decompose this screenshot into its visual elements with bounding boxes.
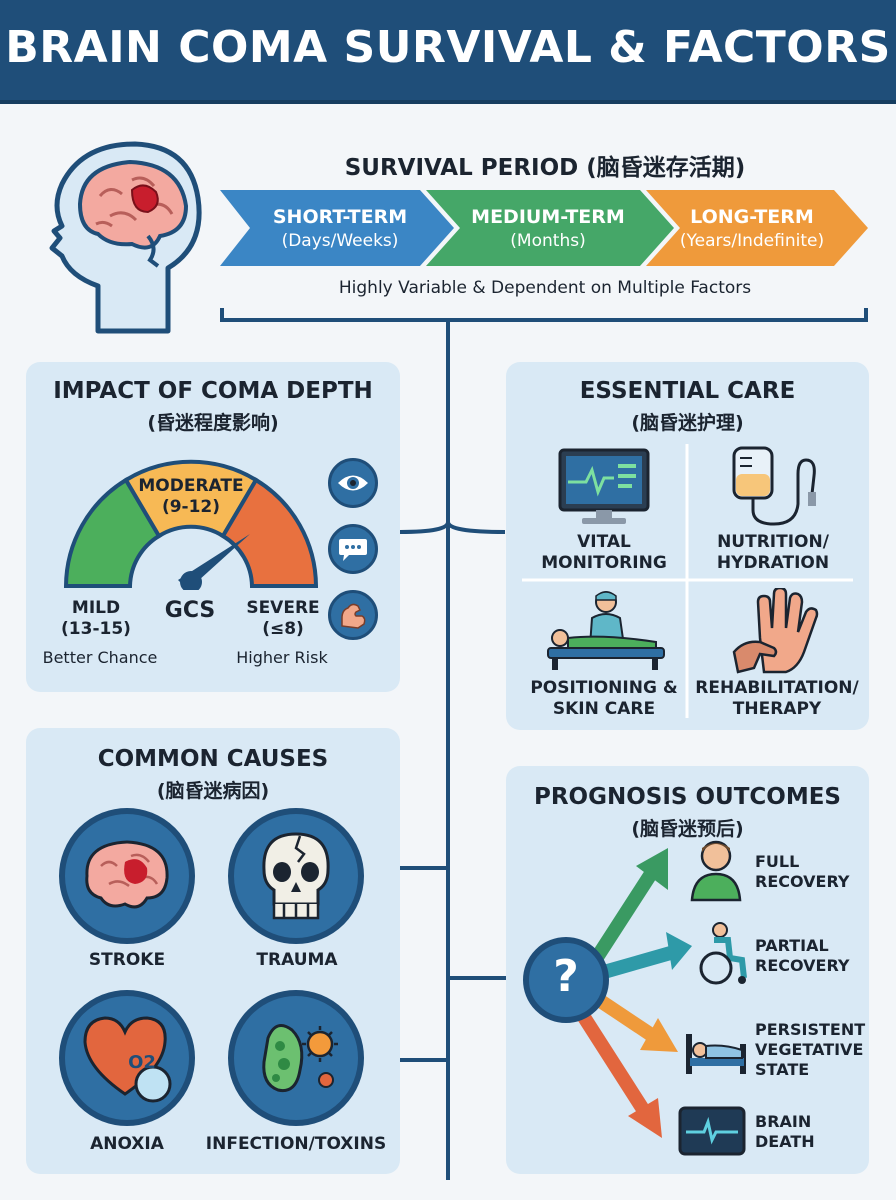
arrow-vegetative [598,996,660,1044]
cause-label-trauma: TRAUMA [256,950,338,970]
arrow-full-recovery [588,862,662,966]
microbe-icon [228,990,364,1126]
nurse-patient-icon [547,591,665,670]
speech-bubble-icon [328,524,378,574]
coma-depth-subtitle: (昏迷程度影响) [147,412,279,434]
chevron-long-term [646,190,868,266]
arrow-partial-recovery [602,945,676,979]
cause-label-infection: INFECTION/TOXINS [205,1134,387,1154]
essential-care-subtitle: (脑昏迷护理) [631,412,744,434]
question-mark: ? [553,951,579,1002]
common-causes-title: COMMON CAUSES [97,746,329,772]
hospital-bed-icon [686,1034,746,1074]
care-grid-lines [522,444,853,718]
wheelchair-icon [699,922,747,985]
flatline-monitor-icon [678,1106,746,1156]
moderate-label: MODERATE (9-12) [138,476,244,517]
survival-chevrons [220,190,868,266]
iv-bag-icon [732,446,816,526]
chevron-short-term [220,190,454,266]
common-causes-subtitle: (脑昏迷病因) [156,780,270,802]
cause-label-anoxia: ANOXIA [90,1134,164,1154]
phase-medium-term: MEDIUM-TERM (Months) [471,206,625,251]
question-circle [523,937,609,1023]
gauge-severe [220,477,319,588]
phase-short-term: SHORT-TERM (Days/Weeks) [272,206,408,251]
arm-strength-icon [328,590,378,640]
prognosis-subtitle: (脑昏迷预后) [631,818,744,840]
skull-icon [228,808,364,944]
gcs-label: GCS [164,598,216,623]
essential-care-title: ESSENTIAL CARE [579,378,796,404]
heart-oxygen-icon [59,990,195,1126]
survival-caption: Highly Variable & Dependent on Multiple … [338,278,752,298]
gcs-gauge [63,459,319,590]
severe-note: Higher Risk [236,648,328,667]
phase-long-term: LONG-TERM (Years/Indefinite) [679,206,825,251]
person-icon [690,840,742,902]
severe-label: SEVERE (≤8) [246,598,320,639]
head-brain-icon [49,141,202,334]
chevron-medium-term [426,190,674,266]
prognosis-title: PROGNOSIS OUTCOMES [533,784,841,810]
oxygen-badge: O2 [128,1052,156,1073]
care-label-rehabilitation: REHABILITATION/THERAPY [695,678,859,719]
page-title: BRAIN COMA SURVIVAL & FACTORS [5,22,891,73]
care-label-positioning: POSITIONING &SKIN CARE [530,678,678,719]
care-label-nutrition: NUTRITION/HYDRATION [716,532,830,573]
brain-stroke-icon [59,808,195,944]
mild-note: Better Chance [42,648,158,667]
cause-label-stroke: STROKE [88,950,166,970]
header-bar: BRAIN COMA SURVIVAL & FACTORS [0,0,896,104]
mild-label: MILD (13-15) [61,598,131,639]
coma-depth-title: IMPACT OF COMA DEPTH [53,378,373,404]
prognosis-arrows [523,848,692,1138]
helping-hands-icon [732,588,819,674]
eye-icon [328,458,378,508]
survival-title: SURVIVAL PERIOD (脑昏迷存活期) [344,155,746,181]
arrow-brain-death [576,1010,652,1118]
monitor-icon [558,448,650,524]
